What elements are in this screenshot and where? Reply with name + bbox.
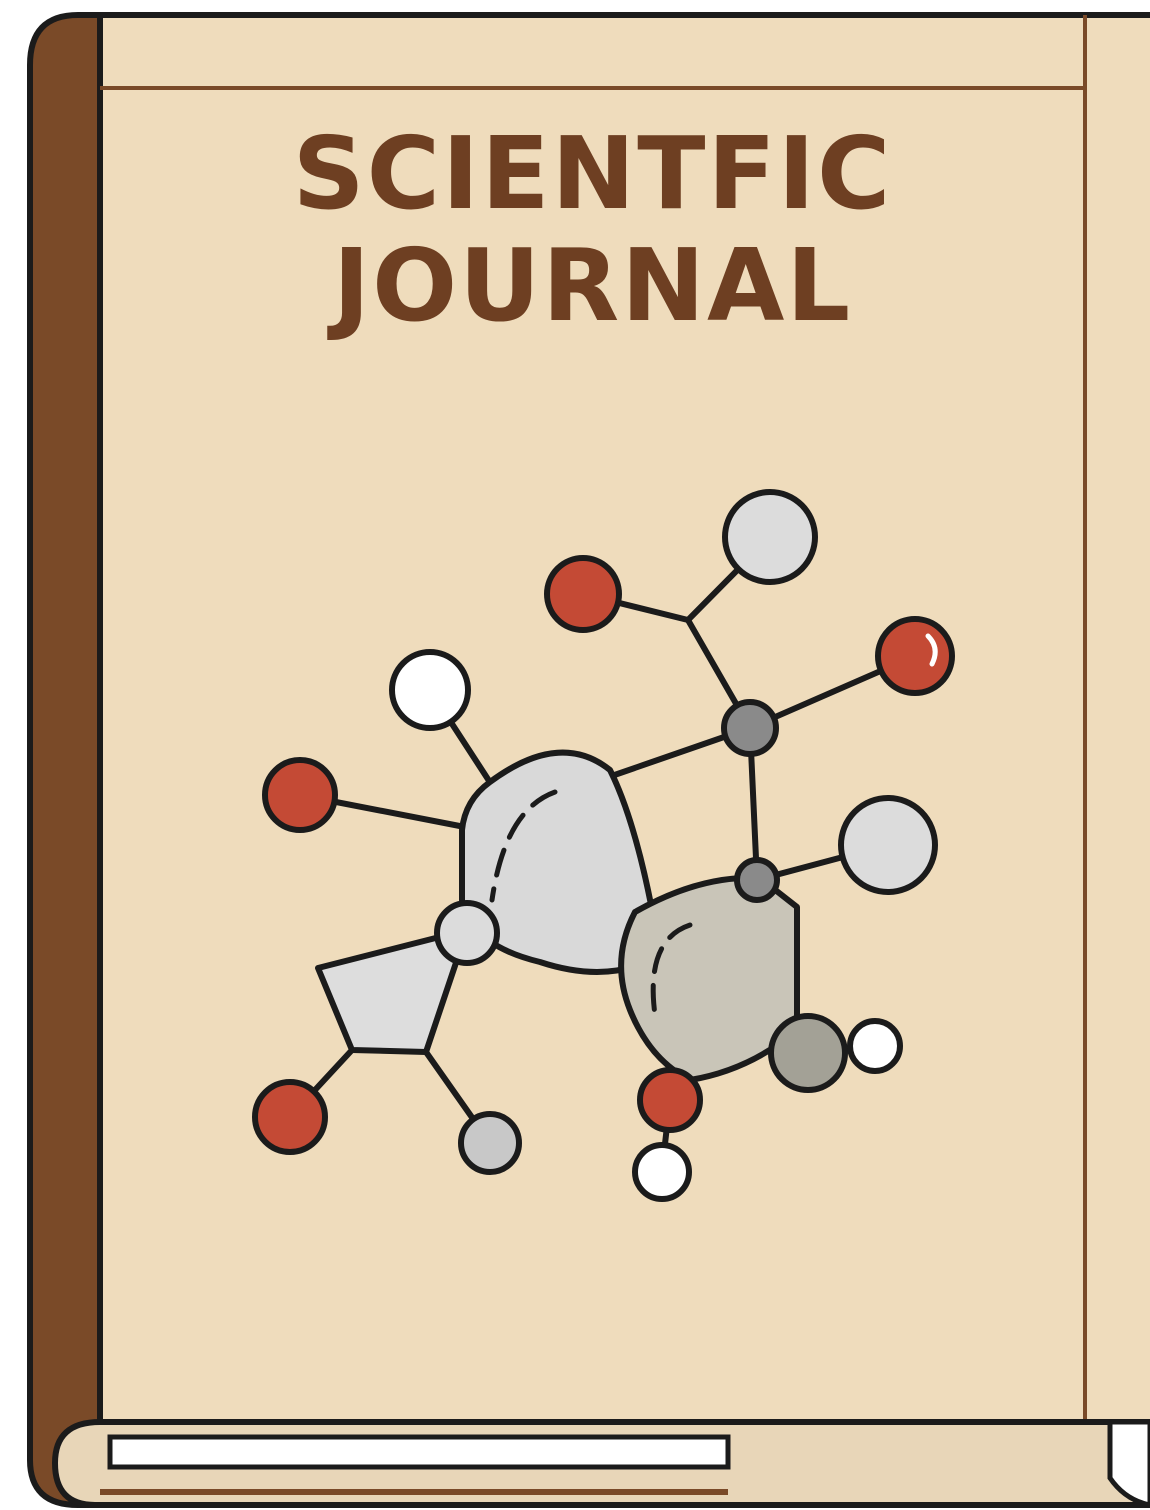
- oxygen-atom: [262, 757, 338, 833]
- journal-title-line-2: JOURNAL: [332, 227, 853, 344]
- journal-title: SCIENTFIC JOURNAL: [100, 118, 1085, 342]
- ring-dashed-arc: [489, 789, 558, 903]
- molecule-model-icon: [252, 489, 955, 1202]
- journal-title-line-1: SCIENTFIC: [292, 115, 893, 232]
- hexagon-ring-dark: [618, 874, 800, 1083]
- book-cover: [97, 12, 1150, 1428]
- light-atom: [838, 795, 938, 895]
- white-atom: [632, 1142, 692, 1202]
- oxygen-atom: [875, 616, 955, 696]
- light-atom: [722, 489, 818, 585]
- atom-highlight: [925, 633, 938, 667]
- gray-atom: [721, 699, 779, 757]
- gray-atom: [734, 857, 780, 903]
- white-atom: [847, 1018, 903, 1074]
- oxygen-atom: [544, 555, 622, 633]
- oxygen-atom: [252, 1079, 328, 1155]
- ring-dashed-arc: [650, 922, 693, 1018]
- pentagon-ring: [315, 927, 470, 1055]
- white-atom: [389, 649, 471, 731]
- oxygen-atom: [637, 1067, 703, 1133]
- bookmark-label: [107, 1434, 731, 1470]
- book-spine: [27, 12, 103, 1508]
- light-atom: [458, 1111, 522, 1175]
- light-atom: [434, 900, 500, 966]
- gray-atom: [768, 1013, 848, 1093]
